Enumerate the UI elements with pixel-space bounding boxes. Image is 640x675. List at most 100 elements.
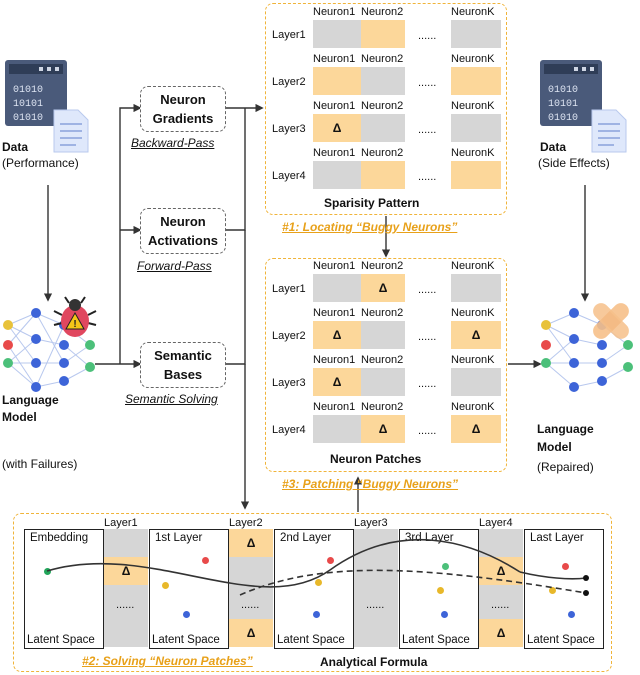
latent-point [568,611,575,618]
binary-row: 10101 [548,99,578,110]
ellipsis: ...... [366,599,385,611]
analytical-formula-panel [13,513,612,672]
latent-point [44,568,51,575]
latent-point [202,557,209,564]
delta-symbol: Δ [332,328,342,342]
neuron-cell [361,368,405,396]
left-model-label-1: Language [2,393,59,407]
latent-panel-bottom-label: Latent Space [277,634,345,646]
binary-row: 10101 [13,99,43,110]
latent-point [313,611,320,618]
neuron-cell [451,20,501,48]
neuron-activations-box: Neuron Activations [140,208,226,254]
layer-column-cell [104,619,148,647]
neuron-label: NeuronK [451,260,495,272]
neuron-label: NeuronK [451,53,495,65]
delta-symbol: Δ [121,564,131,578]
latent-point [441,611,448,618]
neuron-label: Neuron2 [361,354,404,366]
latent-space-panel [149,529,229,649]
layer-column-cell [104,585,148,619]
ellipsis: ...... [418,77,437,89]
patching-caption: #3: Patching “Buggy Neurons” [282,477,459,491]
server-icon: 01010 10101 01010 [540,60,612,130]
latent-point [183,611,190,618]
layer-column-label: Layer2 [229,517,263,529]
latent-point [549,587,556,594]
latent-panel-top-label: Embedding [30,532,89,544]
neuron-label: Neuron2 [361,147,404,159]
left-model-label-3: (with Failures) [2,457,78,471]
neuron-cell [313,368,361,396]
layer-column-cell [479,529,523,557]
neuron-label: NeuronK [451,6,495,18]
neuron-cell [313,321,361,349]
pill-line-1: Semantic [154,348,212,363]
right-model-label-2: Model [537,440,572,454]
ellipsis: ...... [418,284,437,296]
neuron-cell [451,321,501,349]
latent-point [327,557,334,564]
ellipsis: ...... [116,599,135,611]
neuron-label: Neuron2 [361,53,404,65]
pill-line-1: Neuron [160,214,206,229]
delta-symbol: Δ [496,564,506,578]
neuron-cell [451,161,501,189]
left-data-subtitle: (Performance) [2,156,79,170]
layer-column-cell [354,557,398,585]
neuron-cell [451,274,501,302]
neuron-label: NeuronK [451,307,495,319]
neuron-label: Neuron1 [313,307,356,319]
neuron-cell [361,161,405,189]
latent-space-panel [524,529,604,649]
delta-symbol: Δ [496,626,506,640]
layer-column-cell [354,529,398,557]
neuron-label: Neuron1 [313,354,356,366]
neuron-cell [313,415,361,443]
forward-pass-caption: Forward-Pass [137,259,212,273]
neural-network-icon [2,305,97,395]
latent-panel-bottom-label: Latent Space [152,634,220,646]
layer-column-label: Layer3 [354,517,388,529]
ellipsis: ...... [491,599,510,611]
layer-label: Layer2 [272,76,306,88]
ellipsis: ...... [418,171,437,183]
latent-panel-bottom-label: Latent Space [527,634,595,646]
pill-line-1: Neuron [160,92,206,107]
right-model-label-1: Language [537,422,594,436]
semantic-solving-caption: Semantic Solving [125,392,218,406]
neuron-cell [313,20,361,48]
latent-space-panel [24,529,104,649]
neuron-cell [313,67,361,95]
ellipsis: ...... [418,378,437,390]
latent-point [315,579,322,586]
latent-point [442,563,449,570]
pill-line-2: Activations [147,233,219,248]
right-model-label-3: (Repaired) [537,460,594,474]
latent-point [437,587,444,594]
layer-column-cell [479,619,523,647]
solving-caption: #2: Solving “Neuron Patches” [82,654,253,668]
neuron-label: Neuron1 [313,401,356,413]
latent-panel-top-label: 2nd Layer [280,532,332,544]
neuron-patches-panel [265,258,507,472]
layer-label: Layer2 [272,330,306,342]
layer-column-label: Layer1 [104,517,138,529]
layer-column-cell [104,529,148,557]
layer-column-cell [229,619,273,647]
neuron-gradients-box: Neuron Gradients [140,86,226,132]
pill-line-2: Gradients [152,111,214,126]
neuron-label: Neuron1 [313,147,356,159]
formula-title: Analytical Formula [320,655,428,669]
neuron-cell [313,161,361,189]
ellipsis: ...... [418,30,437,42]
delta-symbol: Δ [471,422,481,436]
backward-pass-caption: Backward-Pass [131,136,215,150]
left-model-label-2: Model [2,410,37,424]
neuron-label: Neuron2 [361,6,404,18]
layer-label: Layer1 [272,283,306,295]
neuron-cell [361,321,405,349]
latent-panel-bottom-label: Latent Space [27,634,95,646]
neuron-label: NeuronK [451,401,495,413]
neuron-label: Neuron1 [313,53,356,65]
